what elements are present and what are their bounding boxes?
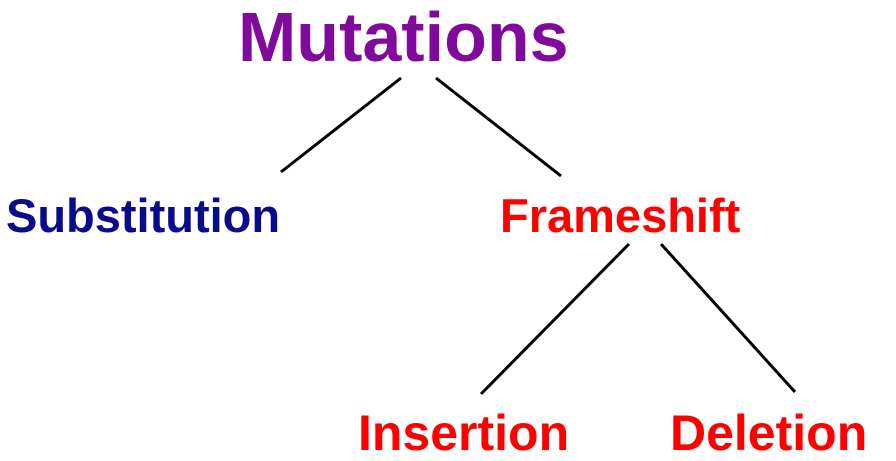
- root-node-mutations: Mutations: [238, 0, 569, 76]
- node-frameshift: Frameshift: [500, 189, 741, 242]
- edge-mutations-substitution: [280, 76, 402, 174]
- node-deletion: Deletion: [670, 405, 868, 461]
- edge-frameshift-insertion: [479, 242, 631, 396]
- edge-frameshift-deletion: [659, 242, 797, 394]
- node-substitution: Substitution: [6, 189, 281, 242]
- edge-mutations-frameshift: [435, 76, 562, 178]
- node-insertion: Insertion: [358, 405, 570, 461]
